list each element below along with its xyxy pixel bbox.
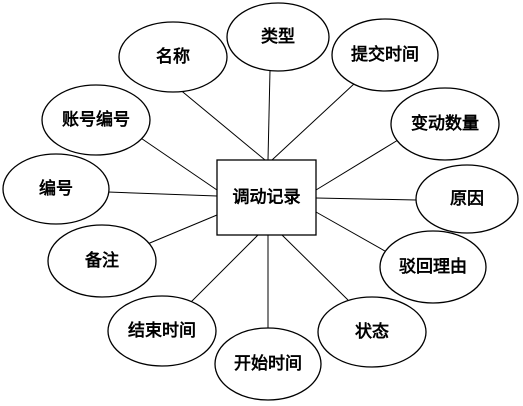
connector-number	[107, 191, 218, 197]
attribute-reject-reason: 驳回理由	[379, 230, 487, 304]
attribute-reason: 原因	[415, 164, 519, 234]
connector-type	[267, 69, 271, 161]
attribute-name-label: 名称	[156, 46, 190, 67]
attribute-end-time-shape	[107, 295, 217, 367]
attribute-remark-shape	[47, 224, 157, 298]
connector-name	[177, 87, 266, 161]
entity-transfer-record: 调动记录	[216, 159, 317, 236]
attribute-type-shape	[226, 2, 330, 72]
attribute-reject-reason-label: 驳回理由	[399, 256, 467, 277]
connector-lines	[107, 69, 417, 330]
connector-change-quantity	[315, 139, 399, 191]
entity-transfer-record-label: 调动记录	[233, 188, 301, 208]
attribute-end-time: 结束时间	[107, 295, 217, 367]
attribute-start-time-label: 开始时间	[234, 353, 302, 374]
attribute-submit-time: 提交时间	[331, 18, 439, 92]
attribute-status-shape	[317, 296, 427, 368]
attribute-account-number-shape	[41, 84, 151, 156]
attribute-start-time: 开始时间	[214, 327, 322, 401]
attribute-change-quantity: 变动数量	[390, 87, 500, 161]
attribute-remark-label: 备注	[84, 250, 119, 271]
attribute-reject-reason-shape	[379, 230, 487, 304]
attribute-number-label: 编号	[39, 178, 73, 199]
attribute-type: 类型	[226, 2, 330, 72]
attribute-type-label: 类型	[261, 26, 295, 47]
connector-account-number	[131, 131, 218, 191]
attribute-change-quantity-label: 变动数量	[411, 113, 479, 134]
attribute-name: 名称	[118, 21, 228, 93]
attribute-number: 编号	[2, 153, 110, 225]
connector-end-time	[184, 234, 259, 309]
entity-transfer-record-shape	[216, 159, 317, 236]
attribute-submit-time-shape	[331, 18, 439, 92]
connector-reason	[315, 197, 417, 201]
attribute-number-shape	[2, 153, 110, 225]
connector-status	[281, 234, 349, 301]
connector-remark	[144, 214, 218, 246]
attribute-change-quantity-shape	[390, 87, 500, 161]
attribute-end-time-label: 结束时间	[128, 320, 196, 341]
attribute-status-label: 状态	[355, 321, 389, 342]
attribute-account-number-label: 账号编号	[62, 109, 130, 130]
attribute-reason-label: 原因	[450, 189, 484, 209]
attribute-name-shape	[118, 21, 228, 93]
attribute-account-number: 账号编号	[41, 84, 151, 156]
connector-reject-reason	[315, 211, 393, 256]
attribute-submit-time-label: 提交时间	[351, 44, 419, 65]
connector-submit-time	[271, 82, 356, 161]
attribute-start-time-shape	[214, 327, 322, 401]
attribute-reason-shape	[415, 164, 519, 234]
attribute-remark: 备注	[47, 224, 157, 298]
attribute-status: 状态	[317, 296, 427, 368]
